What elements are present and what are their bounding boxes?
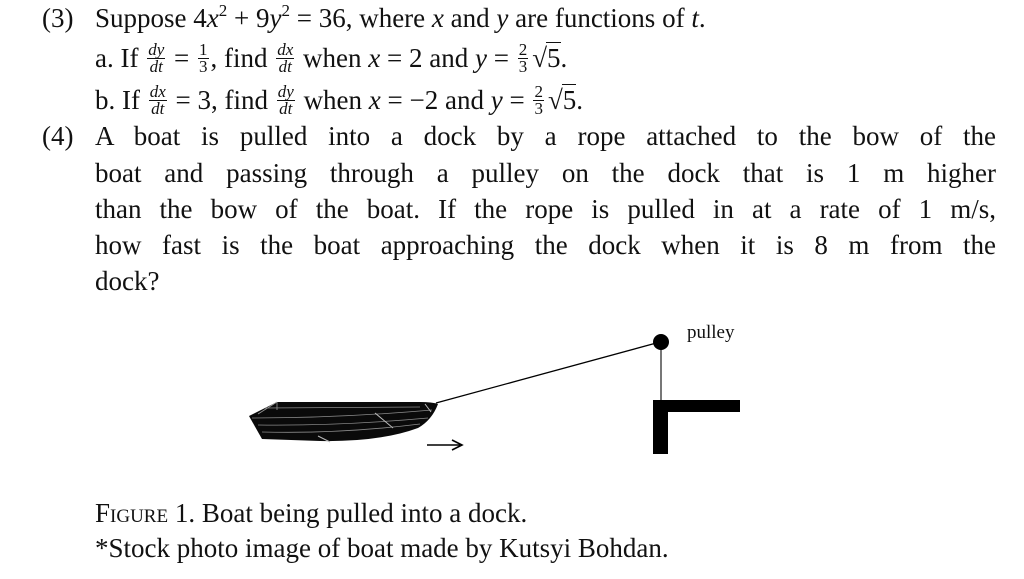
pulley-icon bbox=[653, 334, 669, 350]
equation: 4x2 + 9y2 = 36 bbox=[193, 1, 346, 33]
square-root: √5 bbox=[532, 42, 561, 73]
problem-number: (4) bbox=[42, 121, 74, 151]
pulley-label: pulley bbox=[687, 322, 735, 343]
arrow-right-icon bbox=[427, 439, 464, 451]
problem-4-line-4: how fast is the boat approaching the doc… bbox=[95, 230, 996, 260]
part-label: b. bbox=[95, 85, 116, 115]
dock-icon bbox=[653, 400, 740, 454]
image-credit: *Stock photo image of boat made by Kutsy… bbox=[95, 533, 669, 563]
boat-icon bbox=[249, 401, 438, 443]
square-root: √5 bbox=[547, 84, 577, 115]
problem-3-statement: Suppose 4x2 + 9y2 = 36, where x and y ar… bbox=[95, 1, 706, 33]
figure-caption: Figure 1. Boat being pulled into a dock. bbox=[95, 498, 528, 528]
problem-4-line-3: than the bow of the boat. If the rope is… bbox=[95, 194, 996, 224]
problem-4-line-1: A boat is pulled into a dock by a rope a… bbox=[95, 121, 996, 151]
figure-caption-label: Figure bbox=[95, 498, 169, 528]
problem-3-intro: (3) bbox=[42, 0, 73, 36]
rope-line bbox=[435, 341, 661, 404]
problem-number: (3) bbox=[42, 3, 74, 33]
problem-4-number: (4) bbox=[42, 118, 73, 154]
problem-4-line-2: boat and passing through a pulley on the… bbox=[95, 158, 996, 188]
problem-4-line-5: dock? bbox=[95, 266, 160, 296]
part-label: a. bbox=[95, 43, 114, 73]
